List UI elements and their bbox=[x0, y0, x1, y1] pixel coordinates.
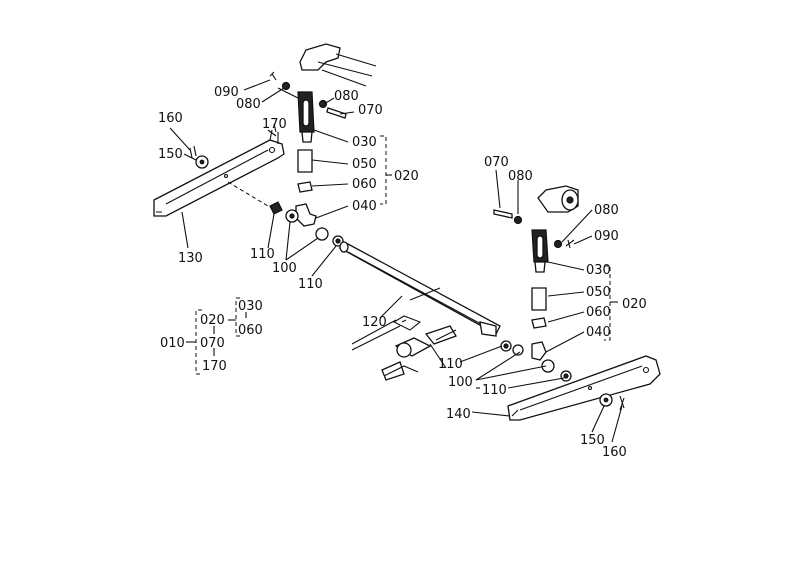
label-090-left: 090 bbox=[214, 85, 239, 100]
label-170-legend: 170 bbox=[202, 359, 227, 374]
label-050-right: 050 bbox=[586, 285, 611, 300]
label-030-left: 030 bbox=[352, 135, 377, 150]
washers-right bbox=[500, 340, 572, 382]
label-060-right: 060 bbox=[586, 305, 611, 320]
label-130: 130 bbox=[178, 251, 203, 266]
label-060-legend: 060 bbox=[238, 323, 263, 338]
label-070-legend: 070 bbox=[200, 336, 225, 351]
label-150-right: 150 bbox=[580, 433, 605, 448]
label-010: 010 bbox=[160, 336, 185, 351]
label-050-left: 050 bbox=[352, 157, 377, 172]
nut-060-left bbox=[297, 181, 313, 193]
label-110-center: 110 bbox=[438, 357, 463, 372]
collar-050-right bbox=[531, 287, 547, 311]
label-110-left-a: 110 bbox=[250, 247, 275, 262]
label-160-right: 160 bbox=[602, 445, 627, 460]
label-100-left: 100 bbox=[272, 261, 297, 276]
label-040-right: 040 bbox=[586, 325, 611, 340]
washers-left bbox=[269, 201, 344, 247]
collar-050-left bbox=[297, 149, 313, 173]
label-150-left: 150 bbox=[158, 147, 183, 162]
label-080-right-a: 080 bbox=[508, 169, 533, 184]
label-020-left: 020 bbox=[394, 169, 419, 184]
dash-line-left bbox=[227, 181, 269, 207]
label-020-legend: 020 bbox=[200, 313, 225, 328]
leader-lines bbox=[169, 79, 623, 443]
upper-right-bracket bbox=[537, 185, 579, 213]
label-030-right: 030 bbox=[586, 263, 611, 278]
nut-060-right bbox=[531, 317, 547, 329]
label-070-left: 070 bbox=[358, 103, 383, 118]
label-080-left-b: 080 bbox=[334, 89, 359, 104]
cross-shaft-120 bbox=[338, 241, 501, 337]
label-070-right: 070 bbox=[484, 155, 509, 170]
callout-labels: 090 080 080 070 030 050 060 040 020 160 … bbox=[158, 85, 647, 460]
label-120: 120 bbox=[362, 315, 387, 330]
pin-group-130 bbox=[189, 123, 277, 169]
label-030-legend: 030 bbox=[238, 299, 263, 314]
label-110-right: 110 bbox=[482, 383, 507, 398]
label-080-left-a: 080 bbox=[236, 97, 261, 112]
label-140: 140 bbox=[446, 407, 471, 422]
turnbuckle-040-right bbox=[531, 341, 547, 361]
turnbuckle-040-left bbox=[295, 203, 317, 227]
label-090-right: 090 bbox=[594, 229, 619, 244]
pin-group-right bbox=[493, 209, 575, 249]
label-160-left: 160 bbox=[158, 111, 183, 126]
upper-left-bracket bbox=[299, 43, 377, 87]
label-100-right: 100 bbox=[448, 375, 473, 390]
pin-group-140 bbox=[599, 393, 625, 411]
lift-arm-140 bbox=[507, 355, 661, 421]
label-170-left: 170 bbox=[262, 117, 287, 132]
label-110-left-b: 110 bbox=[298, 277, 323, 292]
label-060-left: 060 bbox=[352, 177, 377, 192]
lift-arm-130 bbox=[153, 129, 285, 217]
label-020-right: 020 bbox=[622, 297, 647, 312]
label-080-right-b: 080 bbox=[594, 203, 619, 218]
label-040-left: 040 bbox=[352, 199, 377, 214]
assembly-legend bbox=[186, 297, 247, 375]
center-bracket bbox=[351, 287, 457, 381]
lift-link-right bbox=[531, 229, 549, 273]
lift-link-left bbox=[297, 91, 315, 143]
